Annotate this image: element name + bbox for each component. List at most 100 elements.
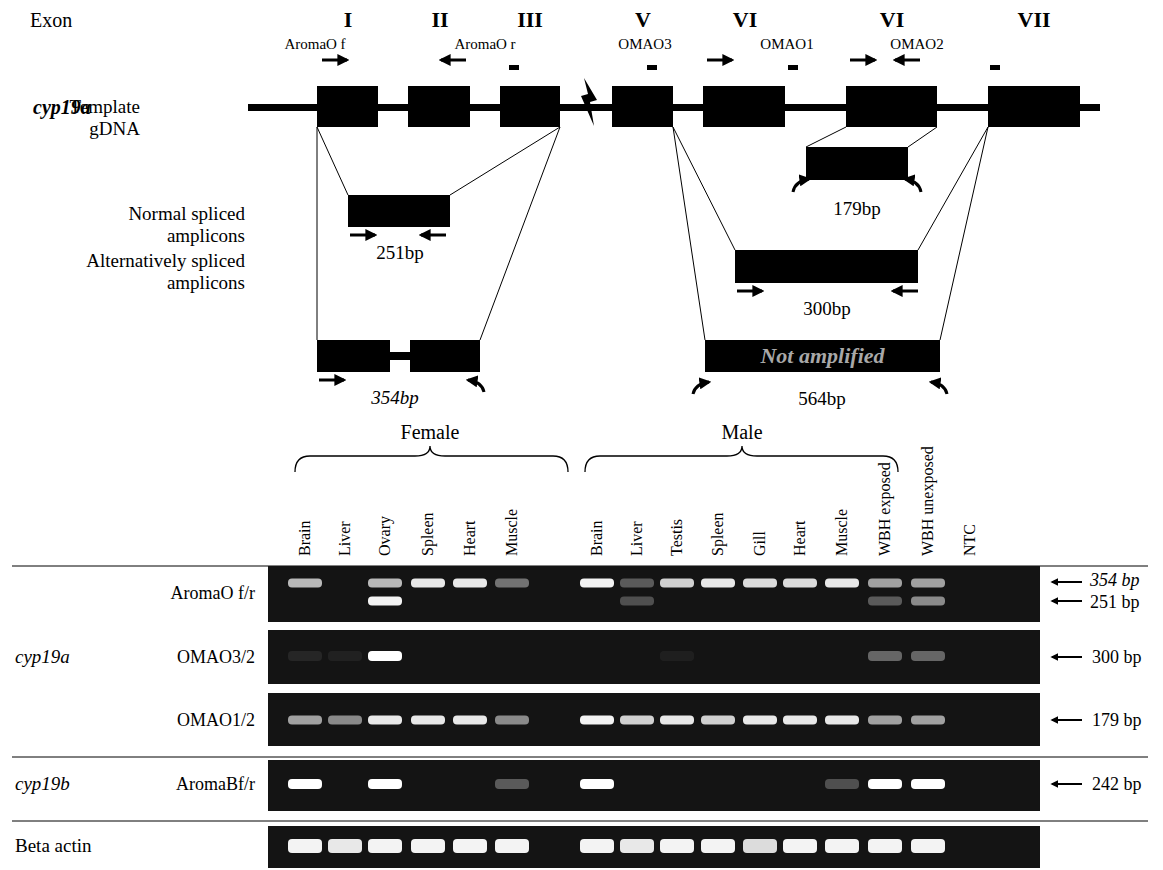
gel-band xyxy=(453,839,487,853)
gel-band xyxy=(495,716,529,725)
gel-band xyxy=(411,579,445,588)
box-text: Not amplified xyxy=(760,343,884,369)
text-label: Beta actin xyxy=(15,835,92,857)
gel-band xyxy=(620,716,654,725)
text-label: AromaBf/r xyxy=(176,774,255,795)
gel-band xyxy=(328,839,362,853)
lane-label: Spleen xyxy=(709,512,727,556)
text-label: cyp19a xyxy=(15,646,70,668)
text-label: III xyxy=(517,7,543,32)
gel-bands xyxy=(288,579,945,854)
gel-band xyxy=(368,597,402,606)
lane-label: Testis xyxy=(668,519,686,556)
gel-band xyxy=(743,579,777,588)
text-label: OMAO2 xyxy=(890,36,943,53)
text-label: 179 bp xyxy=(1092,710,1142,731)
gel-band xyxy=(495,779,529,789)
gel-band xyxy=(495,839,529,853)
text-label: VII xyxy=(1017,7,1050,32)
gel-band xyxy=(620,597,654,606)
gel-band xyxy=(868,716,902,725)
gel-band xyxy=(701,716,735,725)
gel-band xyxy=(288,716,322,725)
gel-band xyxy=(288,839,322,853)
group-braces xyxy=(295,446,898,472)
gel-band xyxy=(660,716,694,725)
amplicon-primers xyxy=(319,179,947,394)
gel-band xyxy=(783,839,817,853)
gel-band xyxy=(911,779,945,789)
row-separators xyxy=(12,566,1148,821)
lane-label: Heart xyxy=(461,520,479,556)
text-label: 300bp xyxy=(803,298,851,320)
text-label: VI xyxy=(733,7,757,32)
amplicons xyxy=(317,147,918,372)
gel-band xyxy=(288,779,322,789)
text-label: 354 bp xyxy=(1090,570,1140,591)
gel-band xyxy=(911,839,945,853)
text-label: OMAO3/2 xyxy=(177,647,255,668)
gel-band xyxy=(911,597,945,606)
gel-band xyxy=(288,579,322,588)
exons xyxy=(317,86,1080,127)
gel-band xyxy=(743,839,777,853)
gel-band xyxy=(453,716,487,725)
probe-marks xyxy=(509,65,1000,70)
gel-band xyxy=(580,579,614,588)
gel-band xyxy=(743,716,777,725)
text-label: OMAO1/2 xyxy=(177,710,255,731)
text-label: 564bp xyxy=(798,388,846,410)
gel-band xyxy=(288,651,322,661)
gel-band xyxy=(911,579,945,588)
text-label: AromaO f/r xyxy=(171,583,255,604)
text-label: 242 bp xyxy=(1092,774,1142,795)
text-label: Template gDNA xyxy=(60,96,140,140)
gel-band xyxy=(911,651,945,661)
gel-band xyxy=(580,716,614,725)
text-label: I xyxy=(344,7,353,32)
gel-band xyxy=(328,651,362,661)
gel-band xyxy=(620,839,654,853)
gel-band xyxy=(660,579,694,588)
text-label: cyp19b xyxy=(15,773,70,795)
text-label: V xyxy=(635,7,651,32)
lane-label: Muscle xyxy=(503,509,521,556)
gel-band xyxy=(620,579,654,588)
text-label: AromaO r xyxy=(454,36,515,53)
break-symbol xyxy=(581,78,597,126)
gel-panels xyxy=(268,566,1040,868)
text-label: Normal spliced amplicons xyxy=(70,203,245,247)
gel-band xyxy=(328,716,362,725)
gel-band xyxy=(411,716,445,725)
text-label: II xyxy=(431,7,448,32)
lane-label: NTC xyxy=(961,524,979,556)
text-label: Female xyxy=(401,421,460,444)
splice-lines xyxy=(317,127,988,340)
text-label: 300 bp xyxy=(1092,647,1142,668)
lane-label: Gill xyxy=(751,531,769,556)
gel-band xyxy=(701,839,735,853)
lane-label: Spleen xyxy=(419,512,437,556)
text-label: AromaO f xyxy=(284,36,345,53)
gel-band xyxy=(368,579,402,588)
gel-band xyxy=(411,839,445,853)
gel-band xyxy=(868,779,902,789)
lane-label: Heart xyxy=(791,520,809,556)
gel-band xyxy=(453,579,487,588)
text-label: Alternatively spliced amplicons xyxy=(55,250,245,294)
gel-band xyxy=(868,839,902,853)
gel-band xyxy=(911,716,945,725)
gel-band xyxy=(825,716,859,725)
gel-band xyxy=(580,839,614,853)
text-label: Exon xyxy=(30,9,72,32)
gel-band xyxy=(825,779,859,789)
lane-label: WBH unexposed xyxy=(919,446,937,556)
gel-band xyxy=(825,579,859,588)
gel-band xyxy=(660,839,694,853)
text-label: 179bp xyxy=(833,198,881,220)
text-label: 354bp xyxy=(371,387,419,409)
text-label: 251bp xyxy=(376,242,424,264)
gel-band xyxy=(368,779,402,789)
gel-band xyxy=(580,779,614,789)
gel-band xyxy=(868,579,902,588)
